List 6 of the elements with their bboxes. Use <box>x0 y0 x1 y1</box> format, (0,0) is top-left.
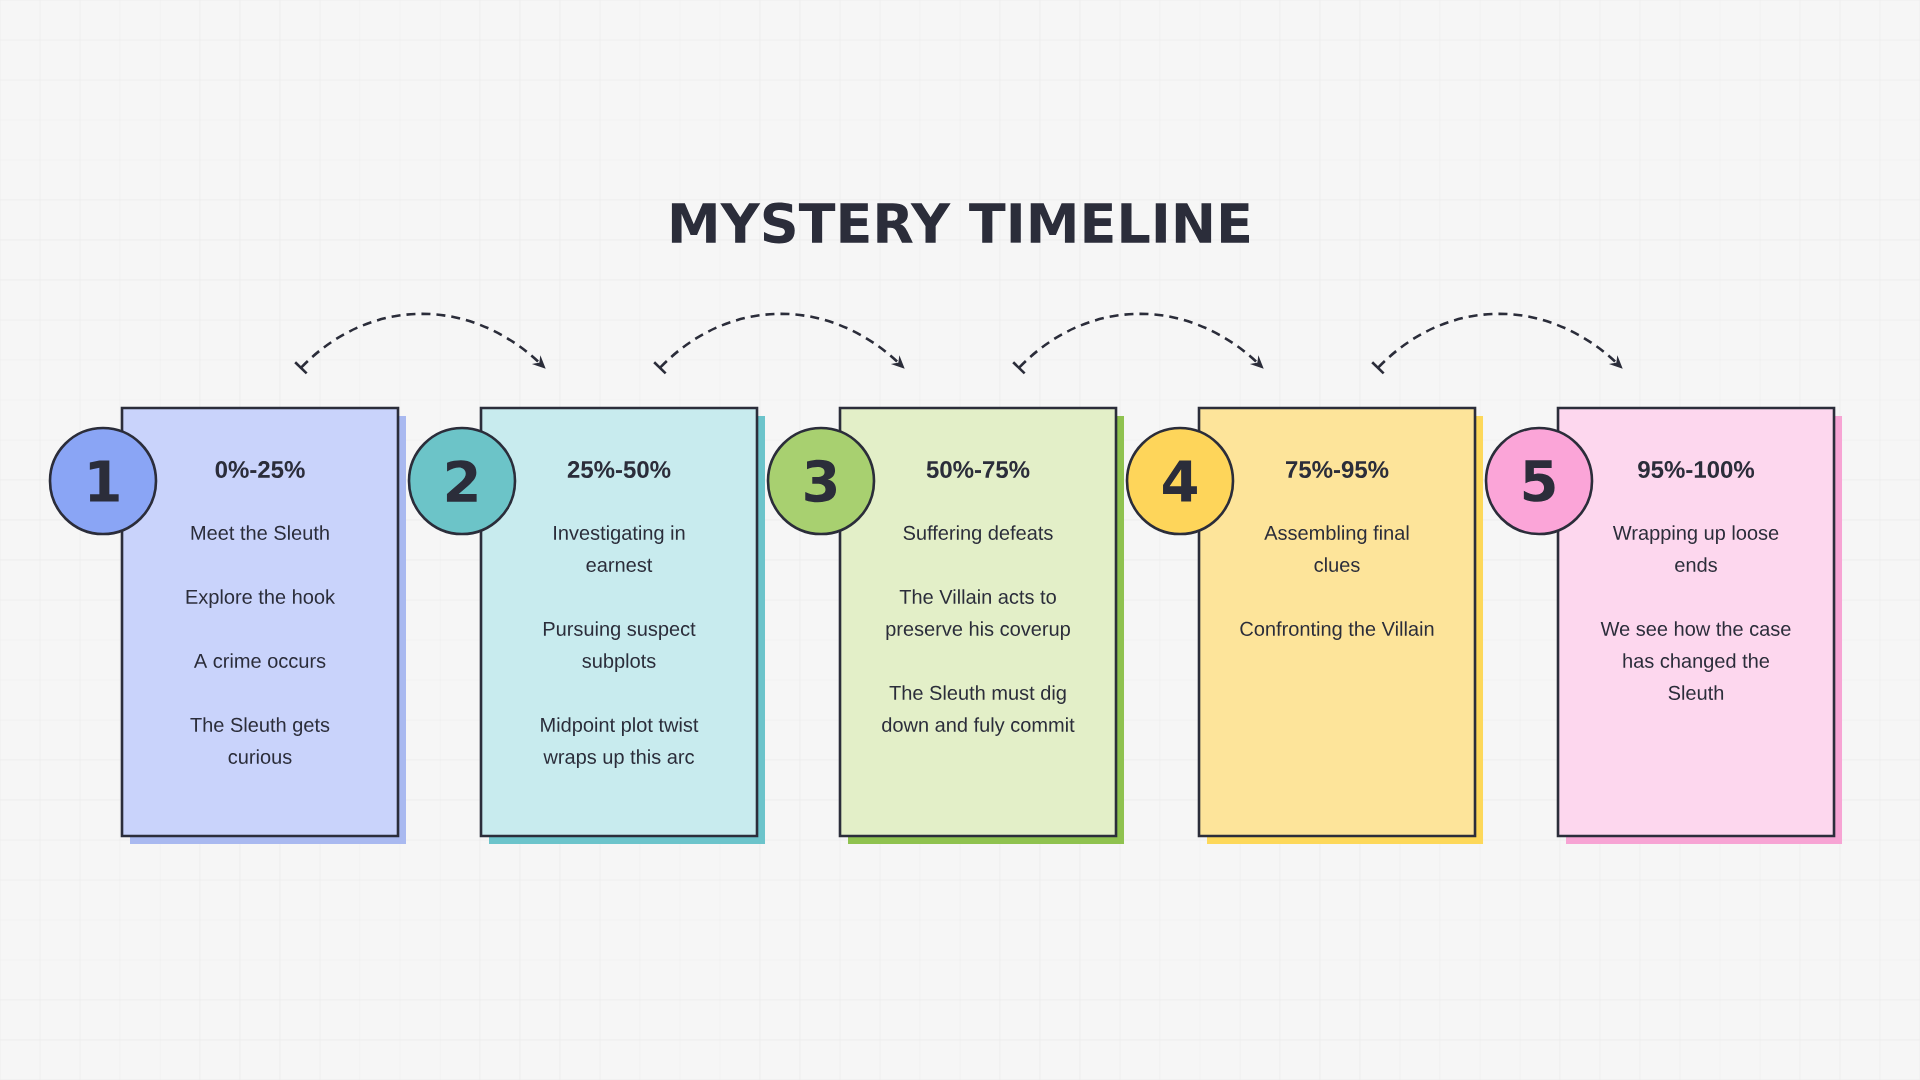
card: 95%-100% Wrapping up loose ends We see how the case has changed the Sleuth <box>1556 406 1842 844</box>
card: 0%-25% Meet the Sleuth Explore the hook A crime occurs The Sleuth gets curious <box>120 406 406 844</box>
card: 75%-95% Assembling final clues Confronting the Villain <box>1197 406 1483 844</box>
card: 25%-50% Investigating in earnest Pursuing suspect subplots Midpoint plot twist wraps up this arc <box>479 406 765 844</box>
card: 50%-75% Suffering defeats The Villain acts to preserve his coverup The Sleuth must dig down and fuly commit <box>838 406 1124 844</box>
title: MYSTERY TIMELINE <box>671 202 1249 244</box>
